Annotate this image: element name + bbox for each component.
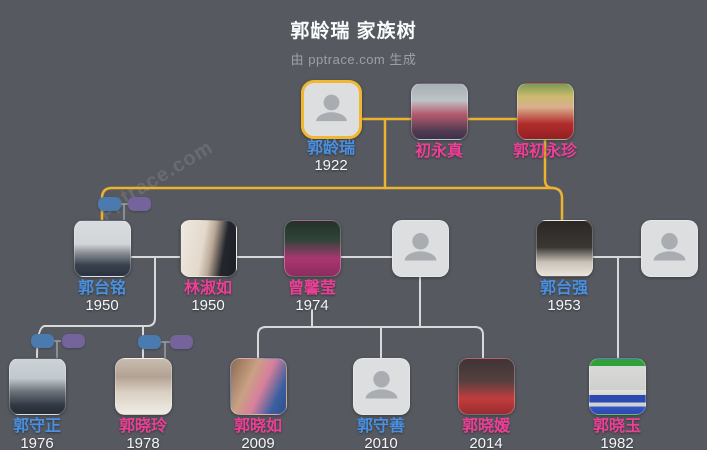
person-name: 郭晓如 — [233, 418, 282, 435]
header: 郭龄瑞 家族树 由 pptrace.com 生成 — [0, 16, 707, 68]
avatar-unknown-spouse-2[interactable] — [640, 220, 698, 277]
mini-link-taiming — [121, 203, 128, 220]
avatar-lin-shuru[interactable] — [179, 220, 237, 277]
person-year: 1922 — [314, 157, 348, 174]
person-name: 郭晓嫒 — [461, 418, 510, 435]
avatar-guo-shouzheng[interactable] — [8, 358, 66, 415]
person-placeholder-icon — [653, 233, 685, 261]
person-year: 2009 — [241, 435, 275, 450]
person-name: 林淑如 — [183, 280, 232, 297]
person-year: 1978 — [126, 435, 160, 450]
mini-spouse-node-purple-xiaoling[interactable] — [170, 335, 193, 349]
person-name: 郭晓玲 — [118, 418, 167, 435]
person-node-unknown-spouse-2 — [619, 220, 707, 280]
mini-spouse-node-blue-shouzheng[interactable] — [31, 334, 54, 348]
avatar-guo-xiaoru[interactable] — [229, 358, 287, 415]
person-name: 郭守善 — [356, 418, 405, 435]
person-placeholder-icon — [315, 94, 347, 122]
children-bus-generation2 — [100, 186, 564, 222]
person-placeholder-icon — [365, 371, 397, 399]
person-name: 郭守正 — [12, 418, 61, 435]
person-node-unknown-spouse-1 — [370, 220, 470, 280]
person-node-guo-taiqiang: 郭台强 1953 — [514, 220, 614, 314]
person-year: 1976 — [20, 435, 54, 450]
children-bus-xinying — [257, 326, 484, 359]
person-node-guo-shouzheng: 郭守正 1976 — [0, 358, 87, 450]
person-node-zeng-xinying: 曾馨莹 1974 — [262, 220, 362, 314]
person-node-guo-xiaoling: 郭晓玲 1978 — [93, 358, 193, 450]
person-year: 1950 — [85, 297, 119, 314]
avatar-unknown-spouse-1[interactable] — [391, 220, 449, 277]
avatar-guo-taiming[interactable] — [73, 220, 131, 277]
avatar-chu-yongzhen[interactable] — [410, 83, 468, 140]
person-name: 初永真 — [414, 143, 463, 160]
page-subtitle: 由 pptrace.com 生成 — [290, 52, 417, 67]
mini-link-shouzheng — [54, 340, 61, 358]
person-node-guo-xiaoyu: 郭晓玉 1982 — [567, 358, 667, 450]
person-name: 曾馨莹 — [287, 280, 336, 297]
avatar-guo-lingrui[interactable] — [300, 80, 362, 139]
avatar-guo-xiaoai[interactable] — [457, 358, 515, 415]
person-name: 郭初永珍 — [512, 143, 577, 160]
person-year: 1974 — [295, 297, 329, 314]
person-year: 1953 — [547, 297, 581, 314]
mini-spouse-node-purple-taiming[interactable] — [128, 197, 151, 211]
person-year: 2010 — [364, 435, 398, 450]
person-node-guo-taiming: 郭台铭 1950 — [52, 220, 152, 314]
person-name: 郭龄瑞 — [306, 140, 355, 157]
mini-spouse-node-blue-xiaoling[interactable] — [138, 335, 161, 349]
mini-spouse-node-purple-shouzheng[interactable] — [62, 334, 85, 348]
avatar-guo-xiaoling[interactable] — [114, 358, 172, 415]
avatar-guo-shoushan[interactable] — [352, 358, 410, 415]
person-node-guo-lingrui: 郭龄瑞 1922 — [281, 80, 381, 174]
page-title: 郭龄瑞 家族树 — [290, 21, 417, 42]
person-placeholder-icon — [404, 233, 436, 261]
person-node-lin-shuru: 林淑如 1950 — [158, 220, 258, 314]
mini-link-xiaoling — [160, 341, 170, 358]
person-name: 郭台铭 — [77, 280, 126, 297]
person-node-guo-xiaoru: 郭晓如 2009 — [208, 358, 308, 450]
person-node-chu-yongzhen: 初永真 — [389, 83, 489, 160]
person-year: 1950 — [191, 297, 225, 314]
person-year: 2014 — [469, 435, 503, 450]
person-node-guo-shoushan: 郭守善 2010 — [331, 358, 431, 450]
person-name: 郭台强 — [539, 280, 588, 297]
person-name: 郭晓玉 — [592, 418, 641, 435]
avatar-guo-chu-yongzhen[interactable] — [516, 83, 574, 140]
person-year: 1982 — [600, 435, 634, 450]
person-node-guo-chu-yongzhen: 郭初永珍 — [495, 83, 595, 160]
person-node-guo-xiaoai: 郭晓嫒 2014 — [436, 358, 536, 450]
avatar-guo-xiaoyu[interactable] — [588, 358, 646, 415]
avatar-zeng-xinying[interactable] — [283, 220, 341, 277]
avatar-guo-taiqiang[interactable] — [535, 220, 593, 277]
mini-spouse-node-blue-taiming[interactable] — [98, 197, 121, 211]
